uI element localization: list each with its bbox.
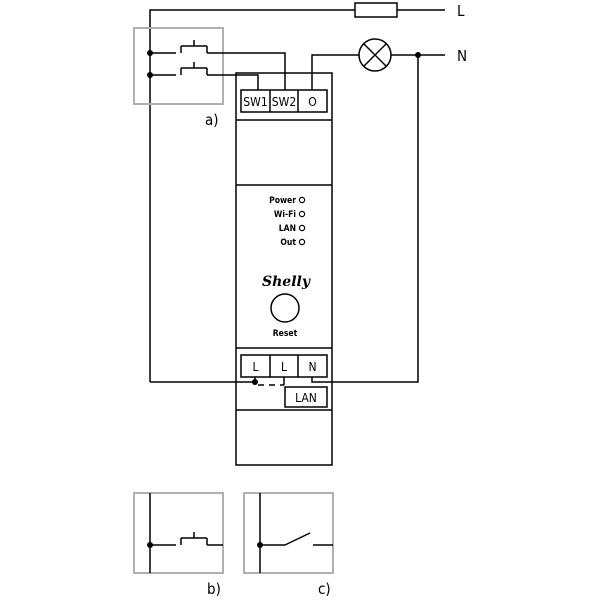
variant-b-switch [133, 492, 224, 574]
terminal-sw2-label: SW2 [272, 95, 296, 109]
indicator-power-led [298, 196, 306, 204]
indicator-wifi-led [298, 210, 306, 218]
neutral-to-device-wire [311, 55, 419, 383]
terminal-sw1-label: SW1 [243, 95, 267, 109]
indicator-panel: Power Wi-Fi LAN Out [269, 196, 306, 248]
lan-port-label: LAN [295, 391, 317, 405]
live-to-device-wire [150, 377, 256, 383]
live-wire [149, 9, 355, 382]
bottom-terminal-block: L L N [240, 354, 328, 378]
reset-button[interactable] [270, 293, 300, 323]
indicator-out-label: Out [280, 238, 296, 248]
live-junction-dot [252, 379, 258, 385]
fuse-symbol [354, 2, 398, 18]
variant-a-box [133, 27, 224, 105]
indicator-lan-label: LAN [279, 224, 296, 234]
neutral-line-label: N [457, 47, 467, 65]
lan-port [284, 386, 328, 408]
indicator-wifi-label: Wi-Fi [274, 210, 296, 220]
terminal-o-label: O [308, 95, 317, 109]
variant-c-label: c) [318, 580, 331, 598]
variant-a-label: a) [205, 111, 219, 129]
top-terminal-block: SW1 SW2 O [240, 89, 328, 113]
supply-wiring [149, 2, 445, 383]
output-to-lamp-wire [311, 54, 359, 90]
brand-logo: Shelly [262, 274, 311, 290]
variant-a-switches [133, 27, 286, 105]
terminal-n-label: N [308, 360, 316, 374]
lamp-icon [358, 38, 392, 72]
live-line-label: L [457, 2, 465, 20]
terminal-l1-label: L [252, 360, 258, 374]
variant-b-box [133, 492, 224, 574]
indicator-out-led [298, 238, 306, 246]
reset-label: Reset [273, 329, 298, 339]
indicator-lan-led [298, 224, 306, 232]
variant-b-label: b) [207, 580, 221, 598]
shelly-device [235, 72, 333, 466]
variant-c-box [243, 492, 334, 574]
terminal-l2-label: L [281, 360, 287, 374]
neutral-junction-dot [415, 52, 421, 58]
variant-c-switch [243, 492, 334, 574]
indicator-power-label: Power [269, 196, 296, 206]
device-housing [235, 72, 333, 466]
